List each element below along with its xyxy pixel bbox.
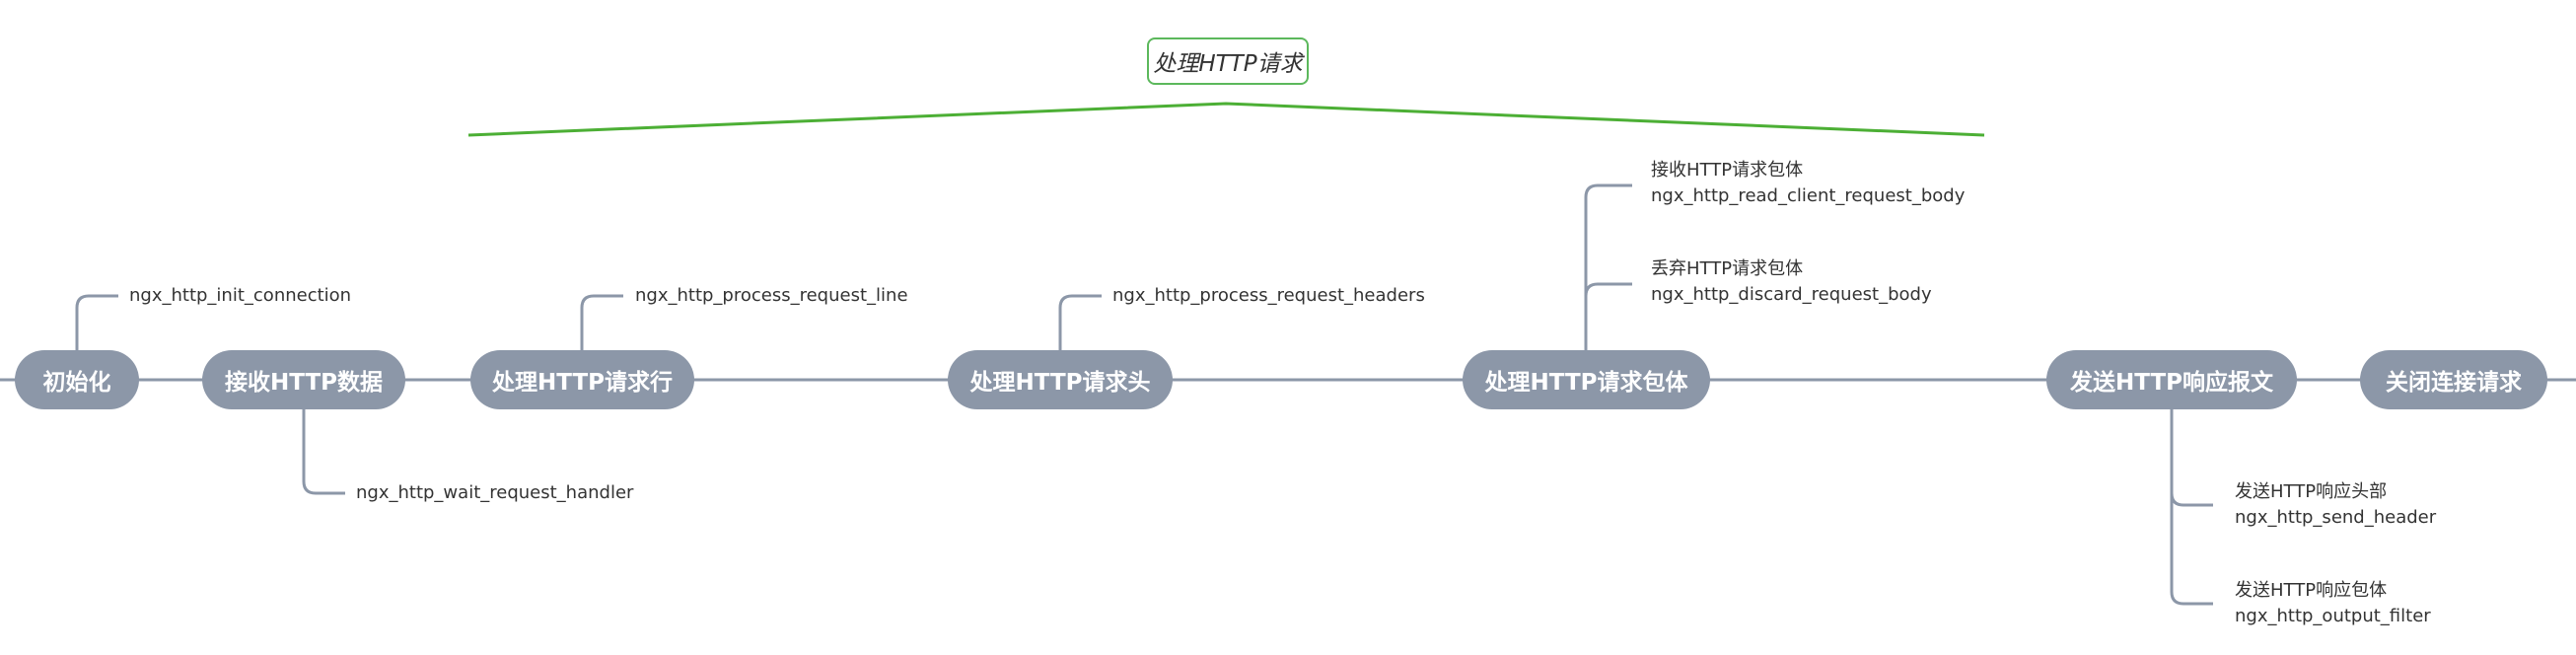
central-topic[interactable]: 处理HTTP请求 [1147, 37, 1309, 85]
stage-request-line[interactable]: 处理HTTP请求行 [470, 350, 694, 409]
leaf-send-header-label: 发送HTTP响应头部 [2235, 481, 2388, 502]
stage-init[interactable]: 初始化 [15, 350, 139, 409]
stage-request-body[interactable]: 处理HTTP请求包体 [1463, 350, 1710, 409]
leaf-init-connection[interactable]: ngx_http_init_connection [129, 285, 352, 306]
leaf-send-header[interactable]: 发送HTTP响应头部 ngx_http_send_header [2235, 479, 2436, 531]
branch-discard-body [1584, 282, 1632, 297]
stage-send-response[interactable]: 发送HTTP响应报文 [2046, 350, 2297, 409]
leaf-output-filter-func: ngx_http_output_filter [2235, 606, 2431, 626]
leaf-read-body[interactable]: 接收HTTP请求包体 ngx_http_read_client_request_… [1651, 158, 1965, 209]
branch-process-request-headers [1058, 294, 1102, 350]
branch-process-request-line [580, 294, 623, 350]
leaf-output-filter-label: 发送HTTP响应包体 [2235, 580, 2388, 601]
stage-close-connection[interactable]: 关闭连接请求 [2360, 350, 2547, 409]
title-bracket [467, 102, 1985, 137]
leaf-process-request-line[interactable]: ngx_http_process_request_line [635, 285, 908, 306]
branch-output-filter [2170, 492, 2213, 507]
branch-init-connection [75, 294, 118, 350]
branch-wait-request-handler [302, 409, 345, 495]
stage-receive-data[interactable]: 接收HTTP数据 [202, 350, 405, 409]
leaf-read-body-func: ngx_http_read_client_request_body [1651, 185, 1966, 206]
leaf-send-header-func: ngx_http_send_header [2235, 507, 2437, 528]
leaf-output-filter[interactable]: 发送HTTP响应包体 ngx_http_output_filter [2235, 578, 2431, 629]
leaf-wait-request-handler[interactable]: ngx_http_wait_request_handler [356, 482, 634, 503]
leaf-discard-body-label: 丢弃HTTP请求包体 [1651, 258, 1804, 279]
branch-send-header [2170, 409, 2213, 606]
leaf-discard-body-func: ngx_http_discard_request_body [1651, 284, 1932, 305]
leaf-read-body-label: 接收HTTP请求包体 [1651, 160, 1804, 181]
leaf-process-request-headers[interactable]: ngx_http_process_request_headers [1112, 285, 1425, 306]
stage-request-headers[interactable]: 处理HTTP请求头 [948, 350, 1173, 409]
leaf-discard-body[interactable]: 丢弃HTTP请求包体 ngx_http_discard_request_body [1651, 256, 1932, 308]
branch-read-body [1584, 183, 1632, 350]
